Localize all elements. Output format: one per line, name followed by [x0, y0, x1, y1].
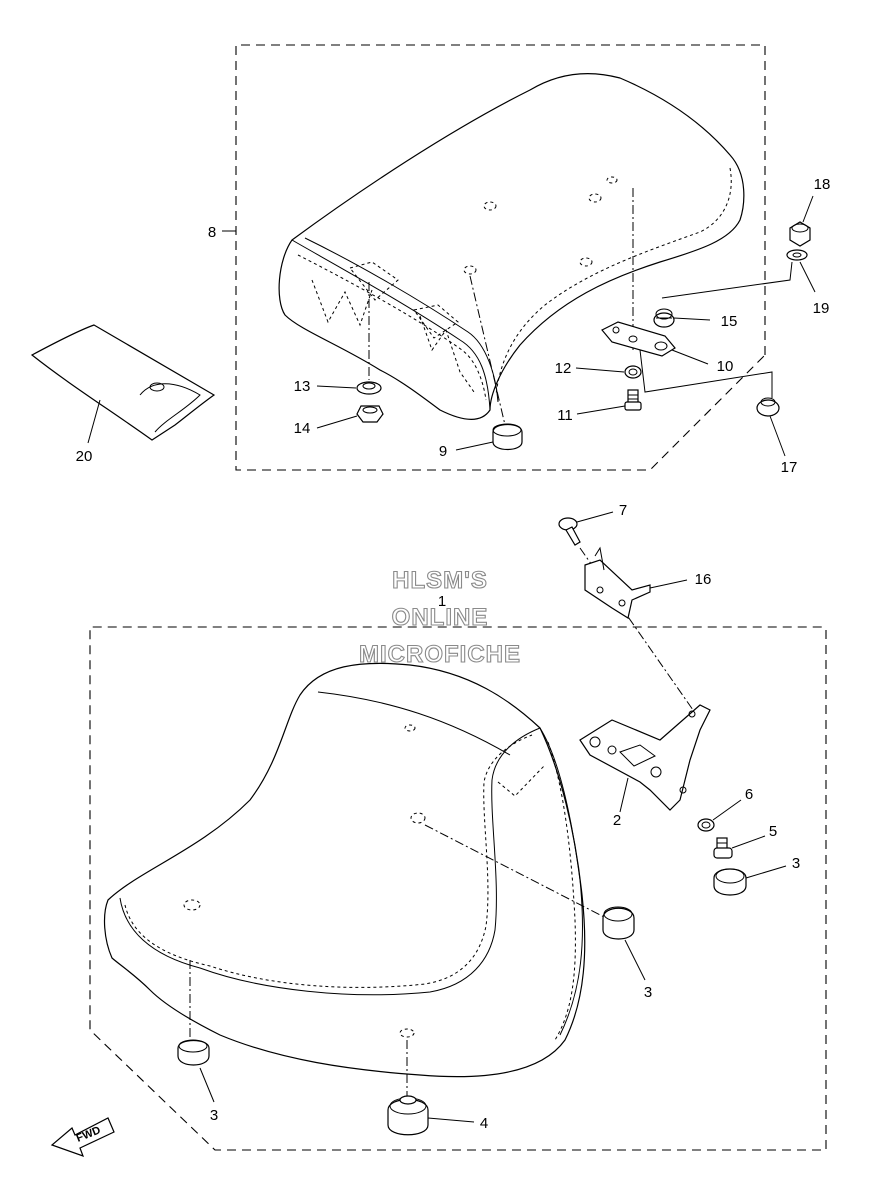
group-box-passenger-seat: [235, 44, 766, 471]
collar-6: [697, 818, 715, 832]
callout-numbers: 1 2 3 3 3 4 5 6 7 8 9 10 11 12 13 14 15 …: [76, 176, 831, 1132]
grommet-17: [756, 397, 780, 417]
watermark-line-2: ONLINE: [392, 604, 489, 631]
callout-6: 6: [745, 786, 753, 803]
callout-12: 12: [555, 360, 572, 377]
damper-3a: [713, 868, 747, 896]
seat-cover-20: [30, 324, 216, 441]
passenger-seat: [278, 72, 745, 420]
washer-13: [356, 381, 382, 395]
callout-19: 19: [813, 300, 830, 317]
bolt-7: [558, 517, 581, 546]
callout-18: 18: [814, 176, 831, 193]
callout-17: 17: [781, 459, 798, 476]
nut-15: [653, 308, 675, 328]
bolt-11: [624, 389, 642, 411]
damper-4: [387, 1095, 429, 1136]
group-box-rider-seat: [89, 626, 827, 1151]
bracket-10: [601, 321, 676, 357]
washer-19: [786, 249, 808, 261]
callout-7: 7: [619, 502, 627, 519]
watermark-line-3: MICROFICHE: [359, 641, 521, 668]
damper-3c: [177, 1039, 210, 1066]
nut-18: [789, 221, 811, 247]
callout-8: 8: [208, 224, 216, 241]
callout-11: 11: [557, 407, 573, 424]
callout-9: 9: [439, 443, 447, 460]
callout-10: 10: [717, 358, 734, 375]
callout-5: 5: [769, 823, 777, 840]
rider-seat: [103, 662, 586, 1078]
collar-12: [624, 365, 642, 379]
callout-20: 20: [76, 448, 93, 465]
callout-3-right: 3: [792, 855, 800, 872]
damper-9: [492, 423, 523, 451]
callout-1: 1: [438, 593, 446, 610]
callout-3-left: 3: [210, 1107, 218, 1124]
callout-13: 13: [294, 378, 311, 395]
bracket-2: [579, 704, 711, 811]
watermark: HLSM'S ONLINE MICROFICHE: [358, 566, 521, 668]
callout-2: 2: [613, 812, 621, 829]
callout-3-center: 3: [644, 984, 652, 1001]
bolt-5: [713, 837, 733, 859]
callout-4: 4: [480, 1115, 488, 1132]
leader-lines: [87, 195, 816, 1123]
callout-15: 15: [721, 313, 738, 330]
watermark-line-1: HLSM'S: [392, 567, 488, 594]
callout-16: 16: [695, 571, 712, 588]
nut-14: [356, 405, 384, 423]
callout-14: 14: [294, 420, 311, 437]
bracket-16: [584, 546, 651, 619]
damper-3b: [602, 906, 635, 940]
forward-direction-arrow: FWD: [50, 1117, 115, 1157]
